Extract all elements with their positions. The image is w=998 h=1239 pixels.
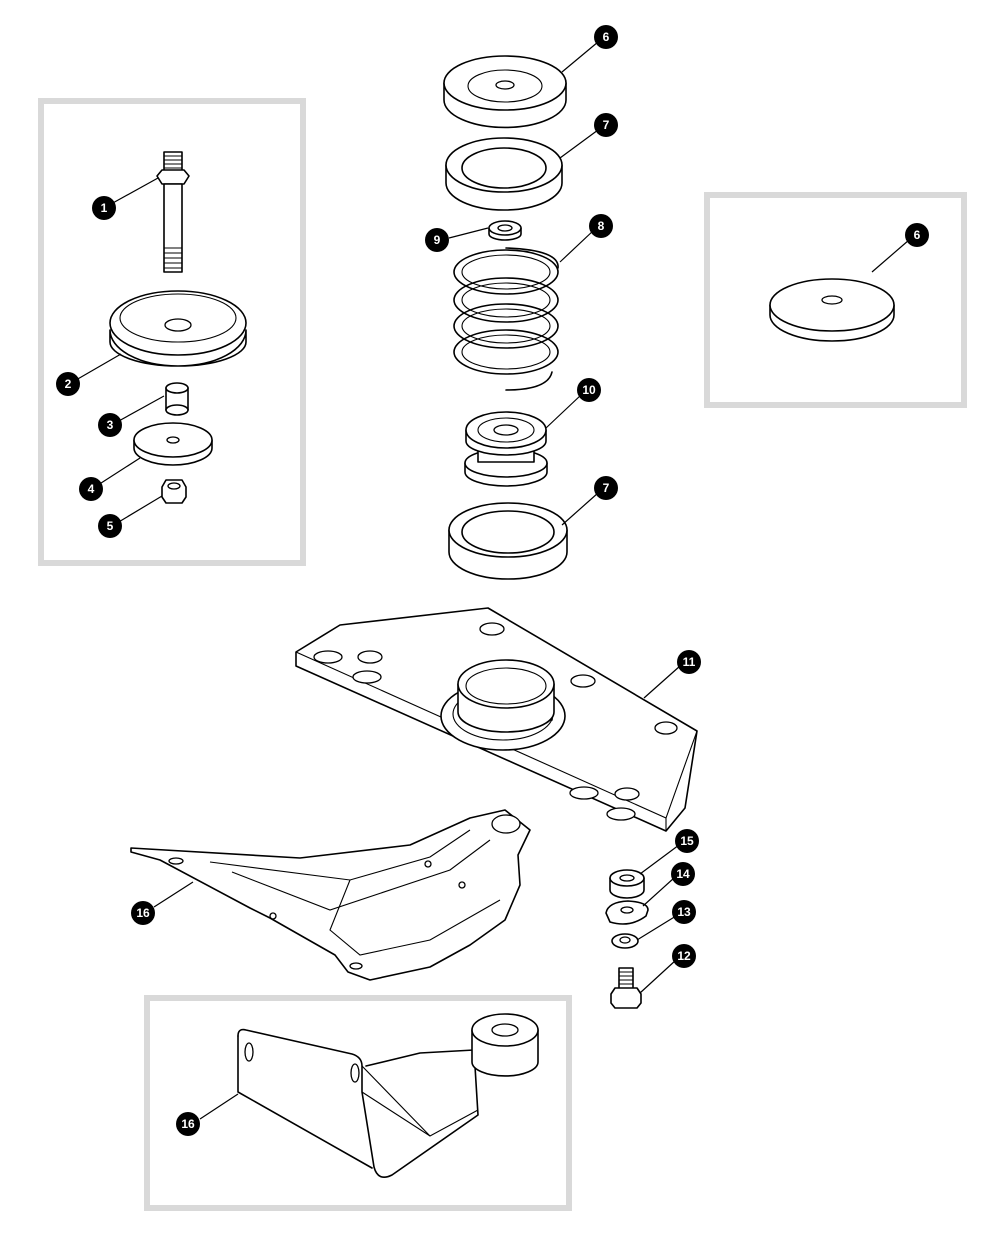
callout-10: 10 bbox=[577, 378, 601, 402]
callout-label: 11 bbox=[683, 655, 696, 669]
callout-16-inset: 16 bbox=[176, 1112, 200, 1136]
leader-lines bbox=[75, 41, 910, 1120]
callout-13: 13 bbox=[672, 900, 696, 924]
callout-label: 6 bbox=[914, 228, 921, 242]
callout-label: 5 bbox=[107, 519, 114, 533]
callout-label: 1 bbox=[101, 201, 108, 215]
part-stud bbox=[156, 151, 190, 273]
part-spring bbox=[453, 247, 559, 391]
callout-label: 12 bbox=[677, 949, 691, 963]
callout-9: 9 bbox=[425, 228, 449, 252]
callout-5: 5 bbox=[98, 514, 122, 538]
callout-label: 16 bbox=[181, 1117, 195, 1131]
part-plain-disc bbox=[769, 278, 895, 342]
callout-label: 4 bbox=[88, 482, 95, 496]
callout-label: 8 bbox=[598, 219, 605, 233]
inset-frame-right bbox=[704, 192, 967, 408]
callout-3: 3 bbox=[98, 413, 122, 437]
part-mounting-plate bbox=[295, 607, 698, 832]
callout-4: 4 bbox=[79, 477, 103, 501]
callout-label: 13 bbox=[677, 905, 691, 919]
part-bolt bbox=[610, 967, 642, 1009]
inset-frame-left bbox=[38, 98, 306, 566]
part-bracket bbox=[130, 809, 531, 981]
part-tab-washer bbox=[605, 900, 649, 925]
callout-2: 2 bbox=[56, 372, 80, 396]
part-upper-ring bbox=[445, 137, 563, 211]
part-bracket-alt-view bbox=[237, 1013, 539, 1178]
callout-label: 15 bbox=[680, 834, 694, 848]
part-small-washer bbox=[488, 220, 522, 241]
callout-label: 9 bbox=[434, 233, 441, 247]
callout-12: 12 bbox=[672, 944, 696, 968]
callout-7-upper: 7 bbox=[594, 113, 618, 137]
callout-label: 7 bbox=[603, 118, 610, 132]
callout-label: 2 bbox=[65, 377, 72, 391]
part-thick-washer bbox=[609, 869, 645, 899]
callout-15: 15 bbox=[675, 829, 699, 853]
callout-6-top: 6 bbox=[594, 25, 618, 49]
part-spool-bushing bbox=[464, 411, 548, 487]
part-spacer bbox=[165, 382, 189, 416]
callout-6-inset: 6 bbox=[905, 223, 929, 247]
part-top-plate bbox=[443, 55, 567, 129]
callout-11: 11 bbox=[677, 650, 701, 674]
callout-7-lower: 7 bbox=[594, 476, 618, 500]
part-flat-washer bbox=[133, 422, 213, 466]
callout-label: 7 bbox=[603, 481, 610, 495]
callout-14: 14 bbox=[671, 862, 695, 886]
callout-label: 16 bbox=[136, 906, 150, 920]
callout-16-main: 16 bbox=[131, 901, 155, 925]
callout-label: 6 bbox=[603, 30, 610, 44]
inset-frame-bottom bbox=[144, 995, 572, 1211]
part-cup-washer bbox=[109, 290, 247, 367]
callout-8: 8 bbox=[589, 214, 613, 238]
callout-label: 14 bbox=[676, 867, 690, 881]
callout-label: 10 bbox=[582, 383, 596, 397]
part-lower-ring bbox=[448, 502, 568, 580]
part-lock-washer bbox=[611, 933, 639, 949]
callout-1: 1 bbox=[92, 196, 116, 220]
callout-label: 3 bbox=[107, 418, 114, 432]
part-nut bbox=[161, 479, 187, 504]
